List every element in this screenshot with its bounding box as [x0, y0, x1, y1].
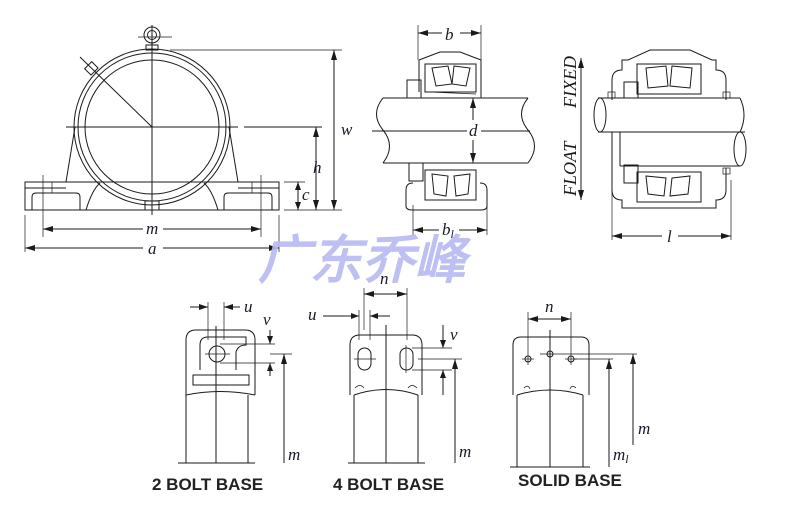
dim-u-4bolt: u: [308, 305, 317, 324]
dim-m-2bolt: m: [288, 445, 300, 464]
fixed-float-view: FIXED FLOAT l: [560, 49, 747, 246]
dim-m-4bolt: m: [459, 442, 471, 461]
dim-u-2bolt: u: [244, 297, 253, 316]
dim-d: d: [469, 121, 478, 140]
section-view: b d bl: [372, 24, 535, 241]
dim-m1-solid: ml: [613, 445, 629, 466]
dim-b1: bl: [442, 220, 455, 241]
watermark-text: 广东乔峰: [258, 231, 472, 291]
four-bolt-base: n u v m 4 BOLT BASE: [308, 269, 471, 494]
dim-m-front: m: [146, 219, 158, 238]
dim-l: l: [667, 227, 672, 246]
dim-v-4bolt: v: [450, 325, 458, 344]
two-bolt-base-label: 2 BOLT BASE: [152, 475, 263, 494]
dim-h: h: [313, 158, 322, 177]
fixed-label: FIXED: [560, 56, 580, 109]
front-view: w h c m a: [24, 25, 353, 258]
dim-v-2bolt: v: [263, 310, 271, 329]
solid-base: n m ml SOLID BASE: [510, 297, 650, 490]
float-label: FLOAT: [560, 140, 580, 197]
solid-base-label: SOLID BASE: [518, 471, 622, 490]
dim-a: a: [148, 239, 157, 258]
four-bolt-base-label: 4 BOLT BASE: [333, 475, 444, 494]
dim-n-solid: n: [545, 297, 554, 316]
dim-c: c: [302, 185, 310, 204]
dim-b: b: [445, 25, 454, 44]
dim-n-4bolt: n: [380, 269, 389, 288]
dim-w: w: [341, 120, 353, 139]
two-bolt-base: u v m 2 BOLT BASE: [152, 297, 300, 494]
dim-m-solid: m: [638, 419, 650, 438]
